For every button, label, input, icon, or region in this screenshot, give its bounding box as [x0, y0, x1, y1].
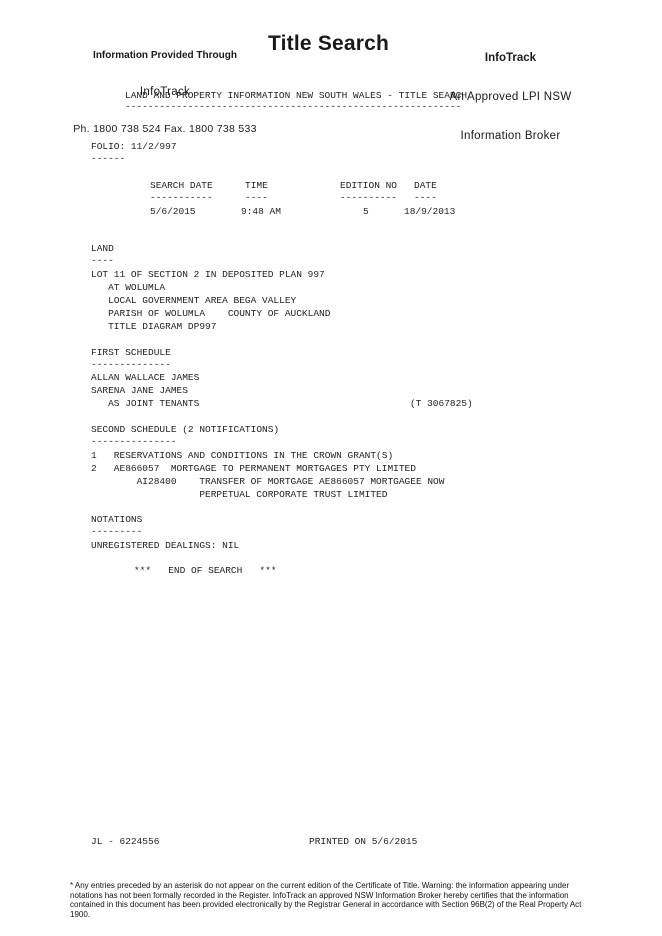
dealing-reference: (T 3067825) — [410, 398, 473, 409]
document-heading-rule: ----------------------------------------… — [125, 101, 462, 112]
edition-no-header: EDITION NO — [340, 180, 398, 191]
second-schedule-rule: --------------- — [91, 436, 177, 447]
end-of-search: *** END OF SEARCH *** — [134, 565, 277, 576]
land-line: LOT 11 OF SECTION 2 IN DEPOSITED PLAN 99… — [91, 269, 325, 280]
date-rule: ---- — [414, 192, 437, 203]
disclaimer: * Any entries preceded by an asterisk do… — [70, 881, 582, 919]
time-header: TIME — [245, 180, 268, 191]
first-schedule-rule: -------------- — [91, 359, 171, 370]
time-value: 9:48 AM — [241, 206, 281, 217]
provider-phone: Ph. 1800 738 524 Fax. 1800 738 533 — [73, 123, 257, 135]
printed-on: PRINTED ON 5/6/2015 — [309, 836, 418, 847]
folio-rule: ------ — [91, 153, 126, 164]
edition-no-value: 5 — [363, 206, 369, 217]
edition-date-value: 18/9/2013 — [404, 206, 456, 217]
date-header: DATE — [414, 180, 437, 191]
search-date-rule: ----------- — [150, 192, 213, 203]
client-reference: JL - 6224556 — [91, 836, 160, 847]
schedule-entry: 2 AE866057 MORTGAGE TO PERMANENT MORTGAG… — [91, 463, 416, 474]
edition-no-rule: ---------- — [340, 192, 398, 203]
land-line: LOCAL GOVERNMENT AREA BEGA VALLEY — [91, 295, 297, 306]
search-date-value: 5/6/2015 — [150, 206, 196, 217]
tenancy-line: AS JOINT TENANTS — [91, 398, 200, 409]
broker-name: InfoTrack — [484, 52, 537, 64]
broker-line-3: Information Broker — [460, 130, 561, 142]
land-line: AT WOLUMLA — [91, 282, 166, 293]
broker-line-2: An Approved LPI NSW — [449, 91, 572, 103]
land-rule: ---- — [91, 255, 114, 266]
unregistered-dealings: UNREGISTERED DEALINGS: NIL — [91, 540, 240, 551]
broker-block: InfoTrack An Approved LPI NSW Informatio… — [438, 26, 583, 156]
land-heading: LAND — [91, 243, 114, 254]
folio: FOLIO: 11/2/997 — [91, 141, 177, 152]
page-title: Title Search — [268, 32, 390, 55]
first-schedule-heading: FIRST SCHEDULE — [91, 347, 171, 358]
schedule-entry: PERPETUAL CORPORATE TRUST LIMITED — [91, 489, 388, 500]
schedule-entry: AI28400 TRANSFER OF MORTGAGE AE866057 MO… — [91, 476, 445, 487]
proprietor-line: SARENA JANE JAMES — [91, 385, 188, 396]
notations-heading: NOTATIONS — [91, 514, 143, 525]
search-date-header: SEARCH DATE — [150, 180, 213, 191]
time-rule: ---- — [245, 192, 268, 203]
provider-block: Information Provided Through InfoTrack P… — [70, 26, 260, 148]
document-heading: LAND AND PROPERTY INFORMATION NEW SOUTH … — [125, 90, 468, 101]
schedule-entry: 1 RESERVATIONS AND CONDITIONS IN THE CRO… — [91, 450, 394, 461]
proprietor-line: ALLAN WALLACE JAMES — [91, 372, 200, 383]
land-line: TITLE DIAGRAM DP997 — [91, 321, 217, 332]
provider-line-2: InfoTrack — [139, 86, 191, 98]
land-line: PARISH OF WOLUMLA COUNTY OF AUCKLAND — [91, 308, 331, 319]
provider-line-1: Information Provided Through — [93, 50, 237, 61]
second-schedule-heading: SECOND SCHEDULE (2 NOTIFICATIONS) — [91, 424, 280, 435]
notations-rule: --------- — [91, 526, 143, 537]
